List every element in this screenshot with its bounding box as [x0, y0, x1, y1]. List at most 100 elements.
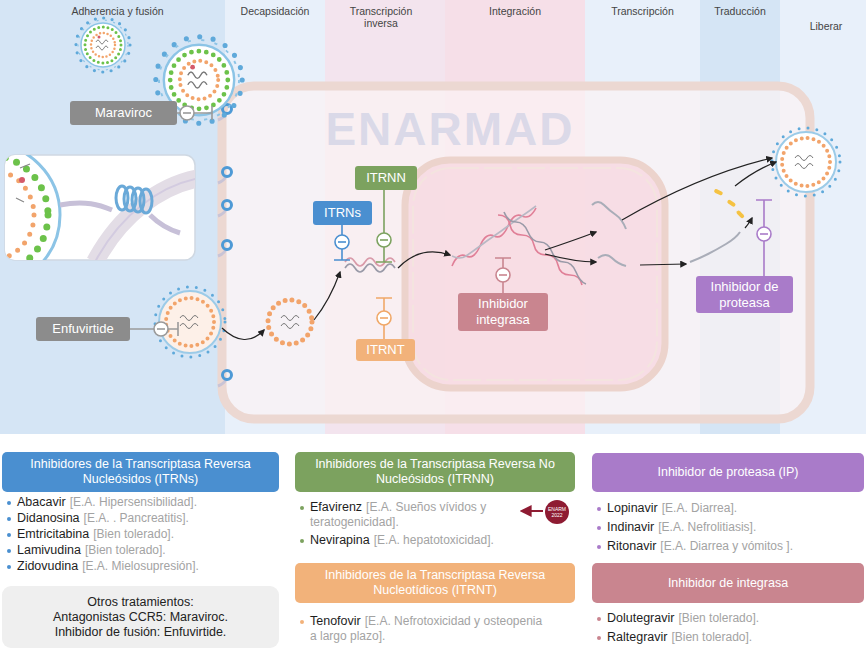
drug-name: Didanosina [17, 511, 80, 525]
drug-name: Ritonavir [607, 539, 656, 553]
viral-capsid [268, 300, 312, 344]
adverse-effect: [E.A. Nefrolitiasis]. [658, 520, 756, 534]
stage-label: Adherencia y fusión [40, 5, 195, 17]
drug-box: Inhibidor de proteasa [696, 276, 793, 313]
bullet [300, 620, 304, 624]
stage-bands [0, 0, 866, 434]
class-header: Inhibidor de integrasa [592, 563, 864, 603]
inhibition-marker [338, 241, 346, 243]
inhibition-marker [756, 200, 772, 276]
adverse-effect: [Bien tolerado]. [93, 527, 174, 541]
box-label: Inhibidor integrasa [464, 296, 542, 327]
fusion-inset [116, 186, 152, 213]
fusion-inset [16, 164, 30, 202]
inhibition-marker [760, 233, 768, 235]
box-label: Antagonistas CCR5: Maraviroc. [53, 610, 228, 625]
inhibition-marker [334, 225, 350, 260]
adverse-effect: [E.A. Hipersensibilidad]. [70, 495, 197, 509]
cell-receptor [218, 105, 232, 387]
lifecycle-arrow [622, 158, 772, 220]
drug-item: Lopinavir[E.A. Diarrea]. [594, 501, 862, 516]
protein-fragment [714, 188, 724, 195]
viral-capsid [268, 300, 312, 344]
messenger-rna [598, 255, 626, 266]
lifecycle-arrow [222, 158, 776, 340]
host-cell [222, 86, 810, 419]
drug-item: Tenofovir[E.A. Nefrotoxicidad y osteopen… [297, 614, 543, 644]
box-label: Maraviroc [95, 105, 152, 121]
stage-label: Integración [455, 5, 575, 17]
lifecycle-arrow [640, 264, 686, 265]
inhibition-marker [377, 233, 391, 247]
adverse-effect: [E.A. Mielosupresión]. [82, 559, 199, 573]
inhibition-marker [499, 274, 507, 276]
bullet [300, 506, 304, 510]
fusion-inset [95, 178, 195, 260]
drug-box: Maraviroc [70, 101, 177, 125]
lifecycle-arrow [545, 254, 596, 262]
drug-item: Nevirapina[E.A. hepatotoxicidad]. [297, 533, 567, 548]
stage-bands [0, 0, 866, 434]
lifecycle-arrow [735, 162, 776, 186]
protein-fragment [727, 199, 737, 207]
stage-label: Transcripción inversa [341, 5, 421, 29]
box-label: Enfuvirtide [52, 321, 113, 337]
box-label: ITRNs [324, 205, 361, 221]
budding-virus [772, 128, 840, 196]
class-header: Inhibidores de la Transcriptasa Reversa … [2, 452, 279, 492]
budding-virus [782, 138, 830, 186]
fusion-inset [95, 178, 195, 260]
cell-receptor [223, 241, 232, 250]
fusing-virus [166, 298, 214, 346]
box-label: Inhibidores de la Transcriptasa Reversa … [8, 457, 273, 487]
messenger-rna [690, 232, 740, 262]
bullet [597, 507, 601, 511]
bullet [597, 636, 601, 640]
fusion-inset [19, 177, 25, 183]
drug-name: Lopinavir [607, 501, 658, 515]
fusion-inset [5, 169, 34, 260]
inhibition-marker [495, 258, 511, 293]
box-label: Otros tratamientos: [87, 595, 193, 610]
virus-particle [76, 18, 130, 72]
drug-item: Indinavir[E.A. Nefrolitiasis]. [594, 520, 862, 535]
inhibition-marker [376, 190, 392, 262]
lifecycle-arrow [398, 252, 450, 268]
stage-label: Liberar [786, 20, 866, 32]
stage-label: Transcripción [585, 5, 700, 17]
drug-name: Abacavir [17, 495, 66, 509]
class-header: Inhibidores de la Transcriptasa Reversa … [295, 452, 575, 492]
lifecycle-arrow [314, 272, 340, 320]
inhibition-marker [756, 200, 772, 276]
drug-name: Raltegravir [607, 630, 667, 644]
badge-pointer [522, 510, 543, 512]
viral-rna [345, 258, 395, 272]
stage-label: Traducción [700, 5, 780, 17]
drug-item: Raltegravir[Bien tolerado]. [594, 630, 862, 645]
drug-box: ITRNs [313, 201, 372, 225]
drug-name: Dolutegravir [607, 611, 674, 625]
adverse-effect: [Bien tolerado]. [85, 543, 166, 557]
adverse-effect: [E.A. Diarrea y vómitos ]. [660, 539, 793, 553]
box-label: Inhibidor de integrasa [668, 576, 788, 591]
drug-item: Dolutegravir[Bien tolerado]. [594, 611, 862, 626]
box-label: ENARM 2022 [546, 506, 568, 518]
inhibition-marker [154, 322, 168, 336]
drug-box: Enfuvirtide [36, 317, 130, 341]
host-cell [222, 86, 810, 419]
drug-item: Ritonavir [E.A. Diarrea y vómitos ]. [594, 539, 862, 554]
drug-box: Inhibidor integrasa [458, 293, 548, 331]
fusion-inset [150, 215, 180, 233]
box-label: Inhibidores de la Transcriptasa Reversa … [301, 568, 569, 598]
drug-box: ITRNT [356, 339, 415, 361]
badge-pointer [522, 511, 543, 512]
drug-item: Emtricitabina[Bien tolerado]. [4, 527, 278, 542]
inhibition-marker [377, 311, 391, 325]
fusing-virus [155, 287, 225, 357]
box-label: Inhibidores de la Transcriptasa Reversa … [301, 457, 569, 487]
cell-receptor [223, 201, 232, 210]
box-label: Inhibidor de proteasa (IP) [657, 465, 798, 480]
drug-item: Efavirenz[E.A. Sueños vívidos y teratoge… [297, 500, 523, 530]
watermark: ENARMAD [285, 103, 615, 156]
fusing-virus [180, 316, 198, 329]
